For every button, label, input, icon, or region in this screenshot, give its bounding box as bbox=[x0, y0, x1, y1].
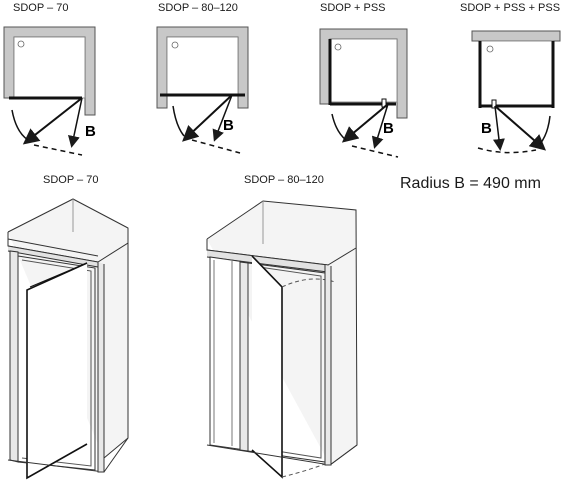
plan-view-sdop-pss: B bbox=[319, 28, 408, 158]
plan-label-sdop-pss-pss: SDOP + PSS + PSS bbox=[460, 2, 561, 14]
plan-label-sdop-80-120: SDOP – 80–120 bbox=[158, 2, 238, 14]
view-label-sdop-70: SDOP – 70 bbox=[43, 174, 99, 186]
plan-view-sdop-pss-pss: B bbox=[471, 30, 561, 154]
plan-label-sdop-pss: SDOP + PSS bbox=[320, 2, 386, 14]
marker-b-1: B bbox=[85, 123, 96, 140]
perspective-view-sdop-70 bbox=[7, 198, 129, 480]
perspective-view-sdop-80-120 bbox=[206, 200, 358, 479]
plan-label-sdop-70: SDOP – 70 bbox=[13, 2, 69, 14]
plan-view-sdop-70: B bbox=[3, 26, 96, 156]
plan-view-sdop-80-120: B bbox=[156, 26, 249, 154]
marker-b-3: B bbox=[383, 120, 394, 137]
view-label-sdop-80-120: SDOP – 80–120 bbox=[244, 174, 324, 186]
marker-b-2: B bbox=[223, 117, 234, 134]
marker-b-4: B bbox=[481, 120, 492, 137]
radius-note: Radius B = 490 mm bbox=[400, 175, 541, 192]
